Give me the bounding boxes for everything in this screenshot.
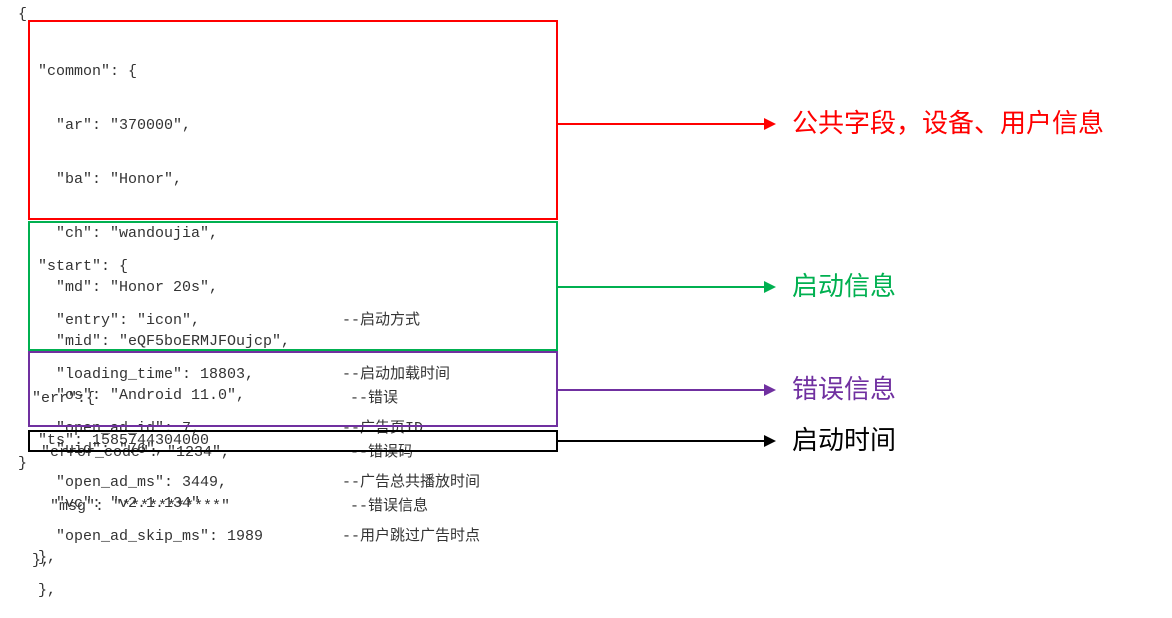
code-line: "loading_time": 18803, <box>38 366 255 383</box>
common-code-block: "common": { "ar": "370000", "ba": "Honor… <box>38 27 290 585</box>
common-annotation-label: 公共字段，设备、用户信息 <box>792 109 1105 139</box>
common-arrow-head-icon <box>764 118 776 130</box>
err-arrow-line <box>558 389 765 391</box>
code-comment: --启动方式 <box>342 312 421 329</box>
code-line: "start": { <box>38 258 129 275</box>
start-arrow-line <box>558 286 765 288</box>
code-line: "uid": "76", <box>38 441 165 458</box>
code-comment: --错误 <box>350 390 399 407</box>
code-line: "mid": "eQF5boERMJFOujcp", <box>38 333 291 350</box>
code-line: "err":{ <box>32 390 96 407</box>
code-line: "common": { <box>38 63 138 80</box>
ts-arrow-line <box>558 440 765 442</box>
err-code-block: "err":{ "error_code": "1234", "msg": "**… <box>32 354 230 588</box>
start-section-box <box>28 221 558 351</box>
err-arrow-head-icon <box>764 384 776 396</box>
code-comment: --广告页ID <box>342 420 424 437</box>
json-open-brace: { <box>18 6 28 23</box>
code-line: "ar": "370000", <box>38 117 192 134</box>
code-line: "ch": "wandoujia", <box>38 225 219 242</box>
common-section-box <box>28 20 558 220</box>
code-line: "error_code": "1234", <box>32 444 231 461</box>
common-arrow-line <box>558 123 765 125</box>
code-line: }, <box>32 552 51 569</box>
ts-annotation-label: 启动时间 <box>792 426 897 456</box>
ts-arrow-head-icon <box>764 435 776 447</box>
err-section-box <box>28 351 558 427</box>
ts-code-line: "ts": 1585744304000 <box>38 432 210 449</box>
err-annotation-label: 错误信息 <box>792 375 897 405</box>
code-line: "os": "Android 11.0", <box>38 387 246 404</box>
code-line: "md": "Honor 20s", <box>38 279 219 296</box>
code-comment: --错误信息 <box>350 498 429 515</box>
code-comment: --启动加载时间 <box>342 366 451 383</box>
json-close-brace: } <box>18 455 28 472</box>
start-annotation-label: 启动信息 <box>792 272 897 302</box>
code-line: "msg": "***********" <box>32 498 231 515</box>
code-comment: ​ <box>342 258 480 276</box>
ts-section-box <box>28 430 558 452</box>
code-line: "ba": "Honor", <box>38 171 183 188</box>
code-line: "open_ad_id": 7, <box>38 420 201 437</box>
code-comment: --错误码 <box>350 444 414 461</box>
start-arrow-head-icon <box>764 281 776 293</box>
code-line: "entry": "icon", <box>38 312 201 329</box>
